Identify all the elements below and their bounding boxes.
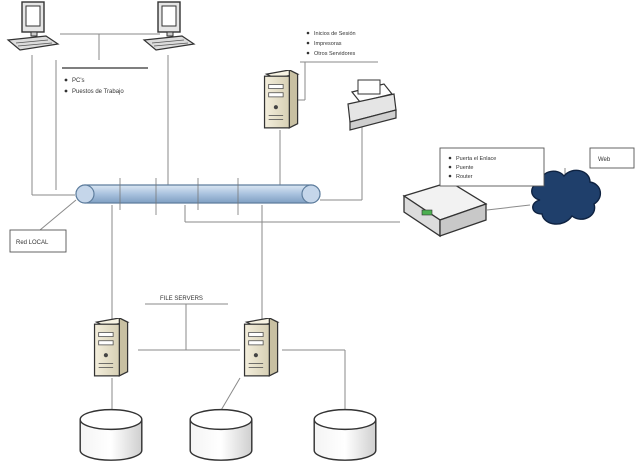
pcs-label-list: PC's Puestos de Trabajo bbox=[62, 67, 148, 95]
cloud-label-box: Web bbox=[589, 147, 635, 169]
link-db2 bbox=[219, 377, 241, 413]
bridge-label: Puente bbox=[456, 165, 473, 171]
lan-label: Red LOCAL bbox=[16, 240, 49, 246]
server-tower-icon bbox=[243, 318, 279, 377]
database-icon bbox=[79, 408, 143, 461]
router-label: Router bbox=[456, 174, 473, 180]
web-label: Web bbox=[598, 157, 611, 163]
lan-label-box: Red LOCAL bbox=[9, 229, 67, 253]
printers-label: Impresoras bbox=[314, 41, 342, 47]
pcs-label: PC's bbox=[72, 78, 84, 84]
other-servers-label: Otros Servidores bbox=[314, 51, 356, 57]
link-lan-label bbox=[39, 199, 77, 231]
services-label-list: Inicios de Sesión Impresoras Otros Servi… bbox=[306, 31, 356, 57]
printer-icon bbox=[347, 79, 397, 131]
desktop-pc-icon bbox=[143, 1, 195, 51]
file-servers-label-group: FILE SERVERS bbox=[160, 296, 203, 302]
database-icon bbox=[313, 408, 377, 461]
workstations-label: Puestos de Trabajo bbox=[72, 89, 124, 95]
desktop-pc-icon bbox=[7, 1, 59, 51]
link-cloud bbox=[486, 204, 531, 211]
router-label-box: Puerta el Enlace Puente Router bbox=[439, 147, 545, 187]
gateway-label: Puerta el Enlace bbox=[456, 156, 496, 162]
server-tower-icon bbox=[263, 70, 299, 129]
login-services-label: Inicios de Sesión bbox=[314, 31, 356, 37]
connection-lines bbox=[31, 33, 566, 413]
file-servers-label: FILE SERVERS bbox=[160, 296, 203, 302]
database-icon bbox=[189, 408, 253, 461]
lan-backbone bbox=[75, 178, 321, 215]
server-tower-icon bbox=[93, 318, 129, 377]
router-icon bbox=[402, 181, 488, 238]
